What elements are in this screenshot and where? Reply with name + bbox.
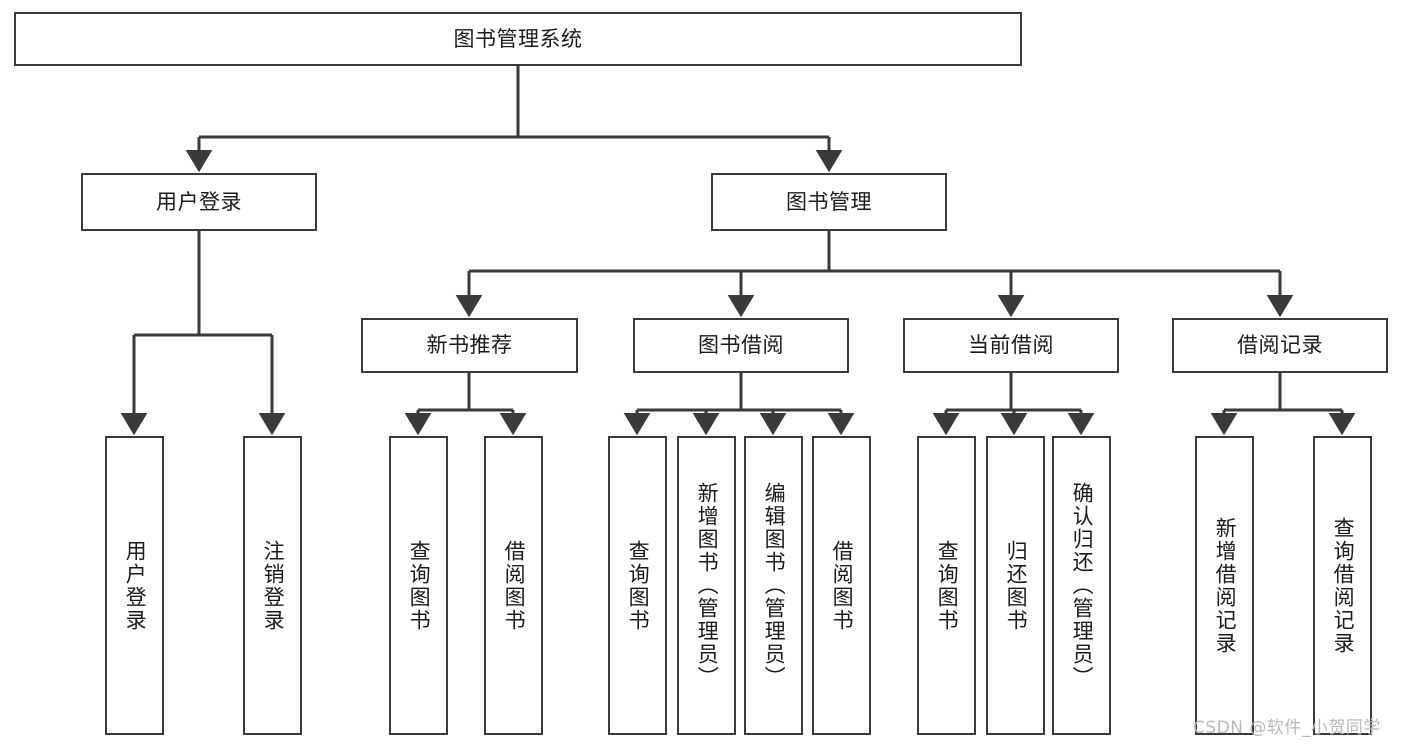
- node-leaf-logout-login[interactable]: 注销登录: [243, 436, 302, 735]
- node-leaf-confirm-return[interactable]: 确认归还（管理员）: [1052, 436, 1111, 735]
- node-leaf-add-book[interactable]: 新增图书（管理员）: [677, 436, 736, 735]
- node-leaf-add-book-label: 新增图书（管理员）: [695, 482, 720, 689]
- node-book-manage-label: 图书管理: [786, 189, 872, 214]
- node-new-book-recommend[interactable]: 新书推荐: [361, 318, 578, 373]
- node-leaf-return-book-label: 归还图书: [1004, 539, 1029, 632]
- node-root[interactable]: 图书管理系统: [14, 12, 1022, 66]
- node-leaf-query-book-2[interactable]: 查询图书: [608, 436, 667, 735]
- node-leaf-add-record[interactable]: 新增借阅记录: [1195, 436, 1254, 735]
- node-leaf-borrow-book-1-label: 借阅图书: [502, 539, 527, 632]
- node-leaf-confirm-return-label: 确认归还（管理员）: [1070, 482, 1095, 689]
- node-new-book-recommend-label: 新书推荐: [426, 333, 513, 358]
- node-leaf-query-book-1[interactable]: 查询图书: [389, 436, 448, 735]
- node-leaf-edit-book[interactable]: 编辑图书（管理员）: [744, 436, 803, 735]
- node-leaf-borrow-book-1[interactable]: 借阅图书: [484, 436, 543, 735]
- node-current-borrow-label: 当前借阅: [968, 333, 1054, 358]
- node-leaf-query-record[interactable]: 查询借阅记录: [1313, 436, 1372, 735]
- node-leaf-user-login[interactable]: 用户登录: [105, 436, 164, 735]
- node-leaf-query-book-3-label: 查询图书: [935, 539, 960, 632]
- node-leaf-query-book-2-label: 查询图书: [626, 539, 651, 632]
- node-book-borrow[interactable]: 图书借阅: [633, 318, 849, 373]
- node-user-login-label: 用户登录: [156, 189, 242, 214]
- node-leaf-edit-book-label: 编辑图书（管理员）: [762, 482, 787, 689]
- node-book-borrow-label: 图书借阅: [698, 333, 784, 358]
- node-user-login[interactable]: 用户登录: [81, 173, 317, 231]
- node-leaf-user-login-label: 用户登录: [123, 539, 148, 632]
- node-leaf-logout-login-label: 注销登录: [261, 539, 286, 632]
- node-leaf-query-record-label: 查询借阅记录: [1331, 516, 1356, 655]
- node-borrow-record[interactable]: 借阅记录: [1172, 318, 1388, 373]
- node-borrow-record-label: 借阅记录: [1237, 333, 1323, 358]
- node-leaf-return-book[interactable]: 归还图书: [986, 436, 1045, 735]
- node-current-borrow[interactable]: 当前借阅: [903, 318, 1119, 373]
- node-leaf-query-book-3[interactable]: 查询图书: [917, 436, 976, 735]
- node-root-label: 图书管理系统: [453, 26, 583, 51]
- node-leaf-query-book-1-label: 查询图书: [407, 539, 432, 632]
- node-leaf-borrow-book-2-label: 借阅图书: [830, 539, 855, 632]
- node-leaf-add-record-label: 新增借阅记录: [1213, 516, 1238, 655]
- node-leaf-borrow-book-2[interactable]: 借阅图书: [812, 436, 871, 735]
- node-book-manage[interactable]: 图书管理: [711, 173, 947, 231]
